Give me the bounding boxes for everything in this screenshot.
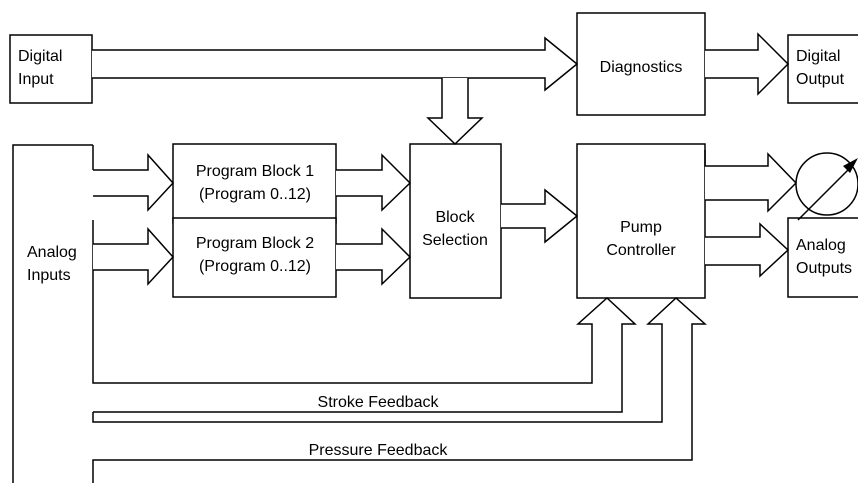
- arrow-analog-to-program-2: [93, 227, 175, 286]
- program-block-1: [172, 143, 337, 224]
- arrow-pressure-feedback-up: [646, 296, 707, 350]
- analog-outputs-block: [787, 217, 858, 298]
- arrow-digital-to-block-selection: [426, 78, 484, 146]
- stroke-feedback-label: Stroke Feedback: [318, 394, 440, 411]
- arrow-pump-to-gauge: [704, 150, 798, 213]
- arrow-selection-to-pump: [501, 188, 579, 244]
- block-selection-label-2: Selection: [422, 232, 488, 249]
- pump-controller-block: [576, 143, 706, 299]
- analog-inputs-label-2: Inputs: [27, 267, 71, 284]
- arrow-program-1-to-selection: [336, 153, 412, 212]
- block-selection-block: [409, 143, 502, 299]
- arrow-pump-to-analog-outputs: [705, 222, 790, 278]
- digital-input-label-2: Input: [18, 71, 54, 88]
- analog-input-bus: [12, 144, 93, 483]
- block-selection-label: Block: [435, 209, 475, 226]
- digital-output-label-2: Output: [796, 71, 845, 88]
- stroke-feedback-line-inner: [92, 350, 663, 423]
- arrow-diagnostics-to-digital-output: [705, 32, 790, 96]
- analog-inputs-label: Analog: [27, 244, 77, 261]
- diagnostics-block: [576, 12, 706, 116]
- pump-controller-label: Pump: [620, 219, 662, 236]
- pump-controller-label-2: Controller: [606, 242, 676, 259]
- pressure-feedback-label: Pressure Feedback: [309, 442, 449, 459]
- program-block-2: [172, 217, 337, 298]
- digital-output-label: Digital: [796, 48, 840, 65]
- digital-output-block: [787, 34, 858, 104]
- program-block-2-title: Program Block 2: [196, 235, 314, 252]
- digital-input-label: Digital: [18, 48, 62, 65]
- arrow-analog-to-program-1: [93, 153, 175, 212]
- arrow-digital-to-diagnostics: [92, 36, 579, 92]
- arrow-program-2-to-selection: [336, 227, 412, 286]
- pressure-feedback-line: [92, 350, 693, 483]
- analog-inputs-connector: [92, 145, 593, 384]
- program-block-2-subtitle: (Program 0..12): [199, 258, 311, 275]
- diagnostics-label: Diagnostics: [600, 59, 683, 76]
- program-block-1-subtitle: (Program 0..12): [199, 186, 311, 203]
- program-block-1-title: Program Block 1: [196, 163, 314, 180]
- arrow-analog-feedback-up: [576, 296, 637, 350]
- stroke-feedback-line: [93, 350, 623, 413]
- analog-outputs-label-2: Outputs: [796, 260, 852, 277]
- analog-outputs-label: Analog: [796, 237, 846, 254]
- digital-input-block: [9, 34, 93, 104]
- gauge-icon: [795, 152, 858, 221]
